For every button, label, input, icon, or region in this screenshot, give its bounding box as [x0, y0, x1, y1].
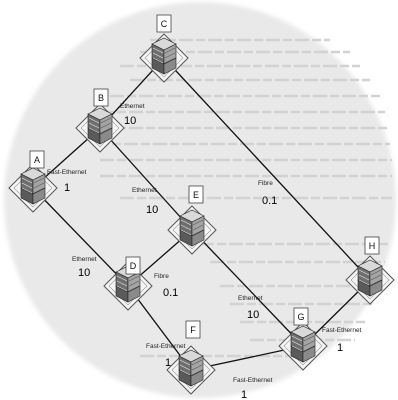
link-type-label: Fibre: [154, 273, 169, 280]
link-cost-label: 0.1: [163, 287, 178, 299]
node-f: F: [166, 320, 216, 395]
node-h: H: [345, 236, 395, 305]
node-label-text: G: [297, 312, 304, 322]
server-icon: [87, 107, 113, 145]
link-cost-label: 10: [124, 115, 136, 127]
node-tile-inner: [283, 326, 323, 366]
node-tile-inner: [171, 350, 211, 390]
node-b: B: [75, 88, 125, 153]
node-label-text: H: [369, 241, 376, 251]
node-label-text: B: [98, 93, 104, 103]
node-tile-inner: [108, 266, 148, 306]
server-icon: [178, 349, 204, 387]
node-tile-inner: [80, 108, 120, 148]
link-cost-label: 1: [337, 342, 343, 354]
server-icon: [151, 37, 177, 75]
links-layer: [32, 57, 371, 371]
node-label: H: [364, 236, 380, 255]
server-icon: [357, 259, 383, 297]
node-g: G: [278, 307, 328, 371]
server-icon: [290, 325, 316, 363]
link-cost-label: 1: [64, 182, 70, 194]
server-icon: [179, 209, 205, 247]
link-type-label: Ethernet: [132, 187, 157, 194]
link-cost-label: 0.1: [262, 195, 277, 207]
link-type-label: Fibre: [258, 180, 273, 187]
node-a: A: [8, 150, 58, 213]
node-label-text: D: [130, 261, 137, 271]
node-e: E: [167, 185, 217, 255]
node-tile-inner: [172, 210, 212, 250]
link-A-D: [32, 187, 129, 287]
link-C-H: [163, 57, 371, 281]
link-type-label: Fast-Ethernet: [322, 327, 362, 334]
link-labels-layer: Fast-Ethernet1Ethernet10Ethernet10Fibre0…: [47, 103, 362, 400]
node-tile-inner: [350, 260, 390, 300]
link-E-G: [191, 229, 304, 347]
node-label: E: [188, 185, 204, 204]
node-label-text: C: [161, 19, 168, 29]
link-type-label: Fast-Ethernet: [233, 377, 273, 384]
link-type-label: Ethernet: [72, 256, 97, 263]
link-cost-label: 10: [146, 204, 158, 216]
node-label: F: [185, 320, 201, 339]
node-label: A: [29, 150, 45, 169]
node-c: C: [139, 14, 189, 83]
node-label: C: [156, 14, 172, 33]
server-icon: [20, 167, 46, 205]
node-label-text: A: [34, 155, 40, 165]
link-type-label: Ethernet: [238, 295, 263, 302]
node-label-text: F: [190, 325, 196, 335]
link-cost-label: 1: [241, 389, 247, 400]
node-label: B: [93, 88, 109, 107]
node-d: D: [103, 256, 153, 311]
server-icon: [115, 265, 141, 303]
link-cost-label: 1: [165, 357, 171, 369]
nodes-layer: A B C D E F G H: [8, 14, 395, 395]
link-type-label: Fast-Ethernet: [47, 169, 87, 176]
link-cost-label: 10: [78, 267, 90, 279]
node-tile-inner: [13, 168, 53, 208]
node-label: G: [293, 307, 309, 326]
link-type-label: Ethernet: [120, 103, 145, 110]
node-label-text: E: [193, 190, 199, 200]
link-B-E: [99, 127, 193, 231]
node-tile-inner: [144, 38, 184, 78]
node-label: D: [125, 256, 141, 275]
link-type-label: Fast-Ethernet: [146, 343, 186, 350]
link-cost-label: 10: [247, 309, 259, 321]
